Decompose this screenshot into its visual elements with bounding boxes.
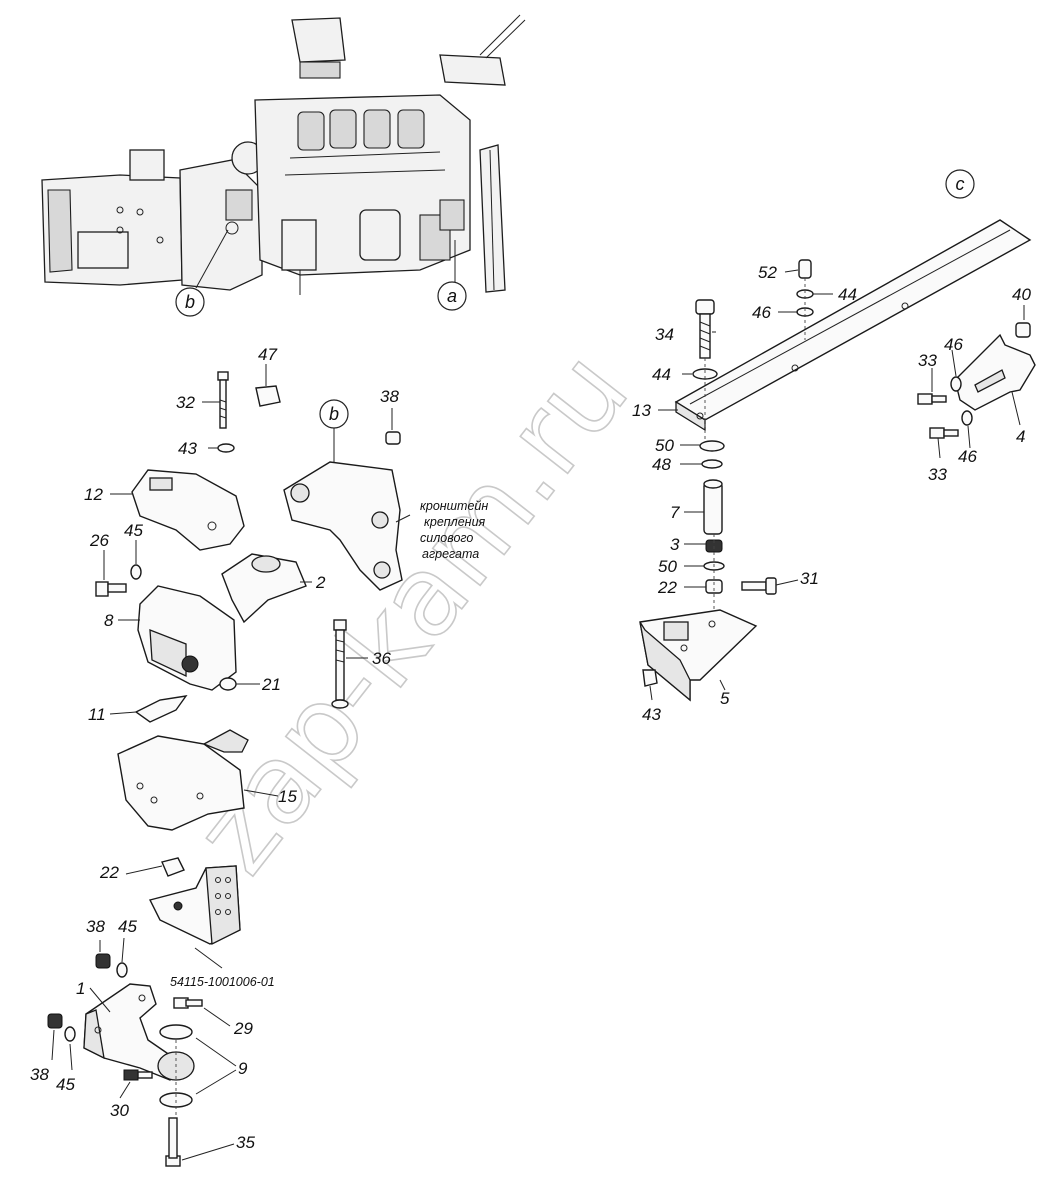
svg-text:7: 7 (670, 503, 680, 522)
svg-text:44: 44 (838, 285, 857, 304)
svg-text:54115-1001006-01: 54115-1001006-01 (170, 975, 275, 989)
svg-text:a: a (447, 286, 457, 306)
svg-text:3: 3 (670, 535, 680, 554)
svg-text:38: 38 (86, 917, 105, 936)
svg-text:5: 5 (720, 689, 730, 708)
front-mount-group: b (95, 364, 411, 831)
svg-text:30: 30 (110, 1101, 129, 1120)
svg-text:36: 36 (372, 649, 391, 668)
svg-text:крепления: крепления (424, 515, 486, 529)
svg-text:38: 38 (380, 387, 399, 406)
svg-text:b: b (185, 292, 195, 312)
svg-text:21: 21 (261, 675, 281, 694)
svg-text:22: 22 (657, 578, 677, 597)
svg-text:1: 1 (76, 979, 85, 998)
svg-text:кронштейн: кронштейн (420, 499, 488, 513)
svg-text:15: 15 (278, 787, 297, 806)
svg-text:33: 33 (918, 351, 937, 370)
svg-text:31: 31 (800, 569, 819, 588)
svg-text:48: 48 (652, 455, 671, 474)
svg-text:50: 50 (658, 557, 677, 576)
frame-rail-labels: 52 44 46 34 44 13 50 48 7 3 50 22 31 5 4… (632, 263, 1031, 724)
svg-text:52: 52 (758, 263, 777, 282)
svg-text:40: 40 (1012, 285, 1031, 304)
svg-text:c: c (956, 174, 965, 194)
svg-text:9: 9 (238, 1059, 248, 1078)
svg-text:43: 43 (178, 439, 197, 458)
rear-mount-labels: 22 38 45 1 29 9 38 45 30 35 54115-100100… (30, 863, 275, 1152)
svg-text:46: 46 (944, 335, 963, 354)
svg-text:29: 29 (233, 1019, 253, 1038)
svg-text:34: 34 (655, 325, 674, 344)
svg-text:46: 46 (752, 303, 771, 322)
svg-text:агрегата: агрегата (422, 547, 479, 561)
svg-text:38: 38 (30, 1065, 49, 1084)
svg-text:4: 4 (1016, 427, 1025, 446)
svg-text:43: 43 (642, 705, 661, 724)
svg-text:45: 45 (124, 521, 143, 540)
svg-text:26: 26 (89, 531, 109, 550)
engine-assembly-illustration (41, 14, 526, 295)
svg-text:8: 8 (104, 611, 114, 630)
svg-text:22: 22 (99, 863, 119, 882)
svg-text:44: 44 (652, 365, 671, 384)
callout-b-engine: b (175, 229, 229, 317)
rear-mount-group (47, 857, 241, 1167)
svg-text:12: 12 (84, 485, 103, 504)
svg-text:50: 50 (655, 436, 674, 455)
svg-text:46: 46 (958, 447, 977, 466)
svg-text:47: 47 (258, 345, 277, 364)
callout-a: a (437, 240, 467, 311)
svg-text:13: 13 (632, 401, 651, 420)
svg-text:силового: силового (420, 531, 473, 545)
svg-text:45: 45 (56, 1075, 75, 1094)
svg-text:35: 35 (236, 1133, 255, 1152)
svg-text:45: 45 (118, 917, 137, 936)
frame-rail-group (639, 219, 1036, 702)
svg-text:32: 32 (176, 393, 195, 412)
svg-text:2: 2 (315, 573, 326, 592)
svg-text:b: b (329, 404, 339, 424)
callout-c: c (945, 169, 975, 199)
front-mount-labels: 47 32 43 38 12 26 45 2 8 21 36 11 15 кро… (84, 345, 488, 806)
svg-text:33: 33 (928, 465, 947, 484)
svg-text:11: 11 (88, 705, 106, 724)
